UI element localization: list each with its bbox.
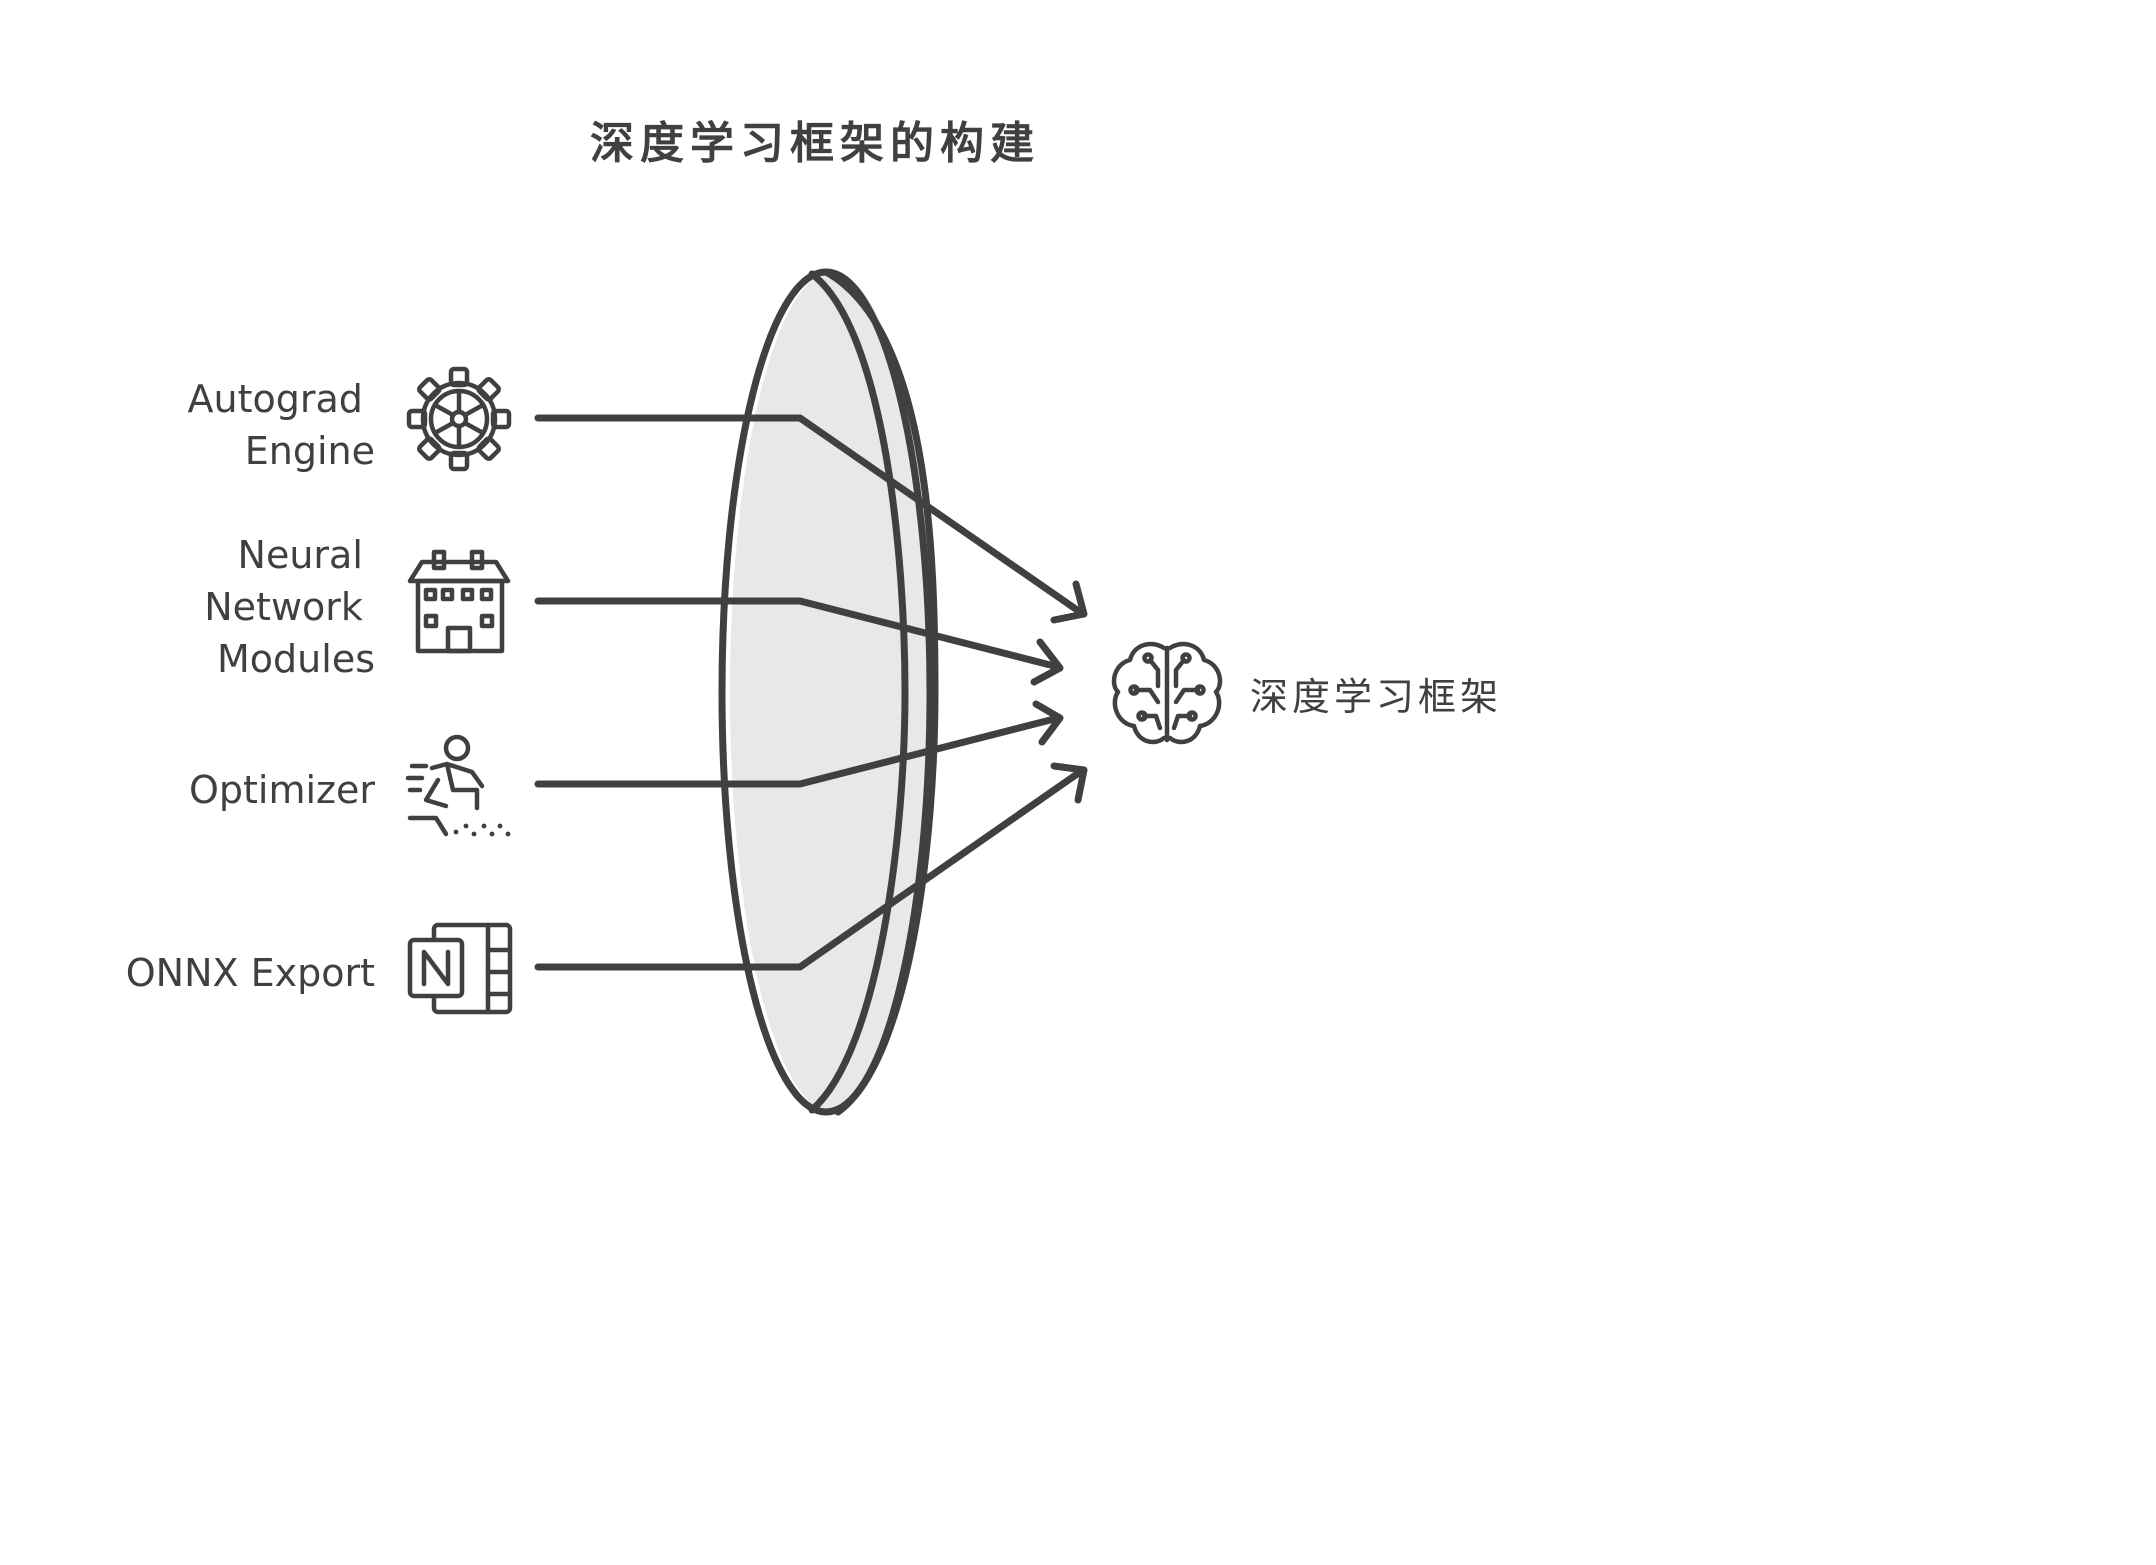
input-autograd-engine: Autograd Engine [188, 366, 512, 473]
diagram-canvas: 深度学习框架的构建 Autograd Engine [126, 118, 1502, 1116]
arrow-onnx [534, 762, 1088, 971]
input-optimizer: Optimizer [189, 734, 511, 837]
input-neural-network-modules: Neural Network Modules [204, 533, 511, 681]
onenote-icon [407, 922, 513, 1015]
arrow-modules [534, 597, 1064, 686]
input-label: Optimizer [189, 768, 375, 812]
gear-icon [406, 366, 512, 472]
diagram-title: 深度学习框架的构建 [590, 118, 1040, 169]
output-label: 深度学习框架 [1250, 675, 1502, 719]
input-onnx-export: ONNX Export [126, 922, 513, 1015]
arrow-optimizer [534, 700, 1064, 788]
input-label: ONNX Export [126, 951, 375, 995]
building-icon [407, 549, 511, 654]
brain-circuit-icon [1111, 641, 1223, 745]
lens-disc [718, 268, 939, 1116]
arrow-autograd [534, 414, 1088, 624]
input-label: Autograd Engine [188, 377, 375, 473]
output-node: 深度学习框架 [1111, 641, 1502, 745]
connector-arrows [534, 414, 1088, 971]
input-label: Neural Network Modules [204, 533, 375, 681]
runner-icon [405, 734, 511, 837]
